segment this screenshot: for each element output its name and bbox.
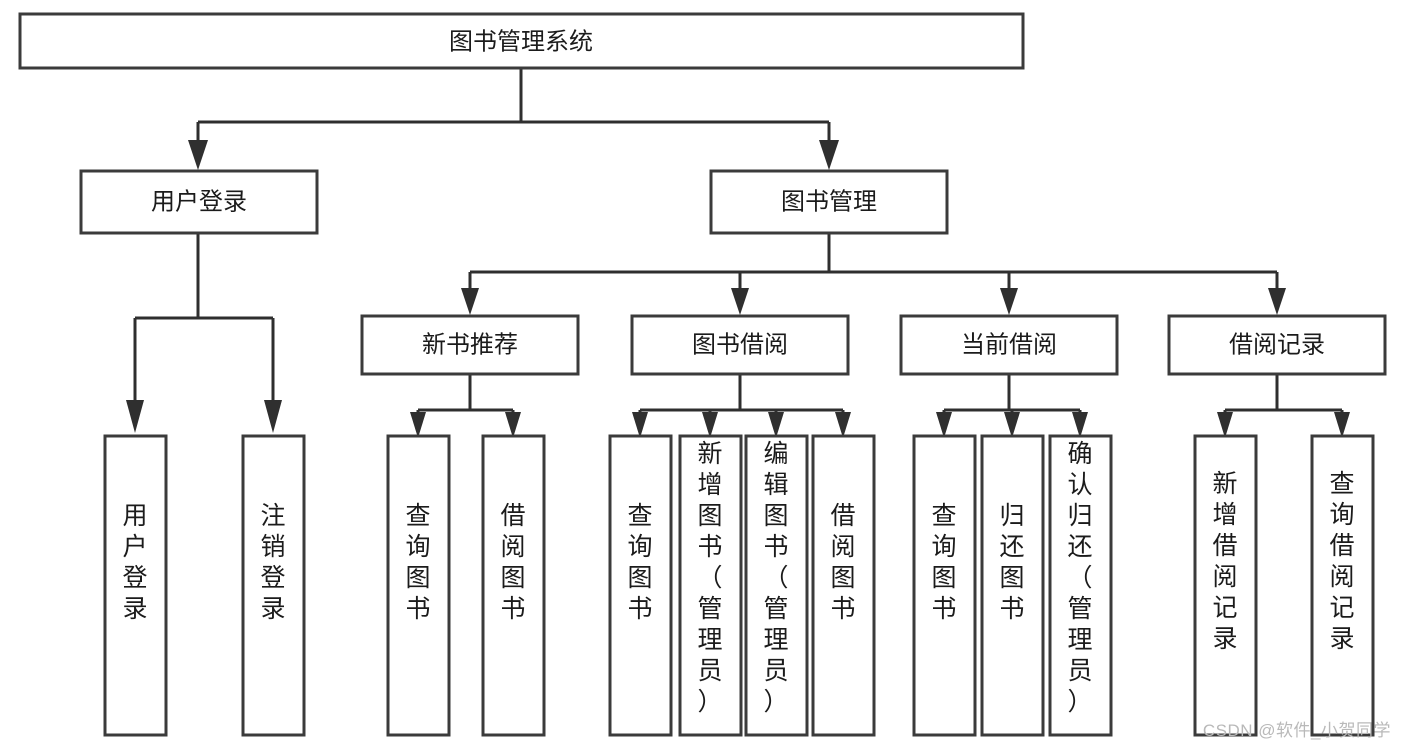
node-root[interactable]: 图书管理系统 bbox=[18, 12, 1025, 70]
arrowhead-cb-2 bbox=[1004, 412, 1020, 438]
node-new-book-recommend-box[interactable] bbox=[360, 314, 580, 376]
leaf-box[interactable] bbox=[481, 434, 546, 737]
leaf-label-vertical: 用户登录 bbox=[122, 502, 147, 623]
node-current-borrow-box[interactable] bbox=[899, 314, 1119, 376]
node-user-login[interactable]: 用户登录 bbox=[79, 169, 319, 235]
node-root-label: 图书管理系统 bbox=[449, 28, 593, 55]
arrowhead-bb-3 bbox=[768, 412, 784, 438]
node-current-borrow[interactable]: 当前借阅 bbox=[899, 314, 1119, 376]
leaf-box[interactable] bbox=[980, 434, 1045, 737]
leaf-box[interactable] bbox=[1310, 434, 1375, 737]
arrowhead-cb-3 bbox=[1072, 412, 1088, 438]
arrowhead-root-2 bbox=[819, 140, 839, 170]
node-borrow-record[interactable]: 借阅记录 bbox=[1167, 314, 1387, 376]
arrowhead-root-1 bbox=[188, 140, 208, 170]
leaf-label-vertical: 查询图书 bbox=[931, 502, 956, 623]
leaf-box[interactable] bbox=[912, 434, 977, 737]
leaf-label-vertical: 新增图书（管理员） bbox=[697, 440, 722, 716]
node-user-login-box[interactable] bbox=[79, 169, 319, 235]
leaf-label-vertical: 确认归还（管理员） bbox=[1067, 440, 1092, 716]
leaf-label-vertical: 查询图书 bbox=[627, 502, 652, 623]
node-book-manage-box[interactable] bbox=[709, 169, 949, 235]
leaf-box[interactable] bbox=[386, 434, 451, 737]
arrowhead-bb-1 bbox=[632, 412, 648, 438]
node-book-borrow[interactable]: 图书借阅 bbox=[630, 314, 850, 376]
leaf-current-borrow-1[interactable]: 查询图书 bbox=[912, 434, 977, 737]
leaf-current-borrow-3[interactable]: 确认归还（管理员） bbox=[1048, 434, 1113, 737]
leaf-box[interactable] bbox=[1193, 434, 1258, 737]
leaf-box[interactable] bbox=[103, 434, 168, 737]
leaf-user-login-1[interactable]: 用户登录 bbox=[103, 434, 168, 737]
arrowhead-bm-4 bbox=[1268, 288, 1286, 315]
leaf-user-login-2[interactable]: 注销登录 bbox=[241, 434, 306, 737]
arrowhead-bm-2 bbox=[731, 288, 749, 315]
arrowhead-cb-1 bbox=[936, 412, 952, 438]
leaf-box[interactable] bbox=[241, 434, 306, 737]
leaf-box[interactable] bbox=[608, 434, 673, 737]
leaf-book-borrow-3[interactable]: 编辑图书（管理员） bbox=[744, 434, 809, 737]
arrowhead-bb-2 bbox=[702, 412, 718, 438]
node-new-book-recommend[interactable]: 新书推荐 bbox=[360, 314, 580, 376]
arrowhead-br-1 bbox=[1217, 412, 1233, 438]
leaf-label-vertical: 编辑图书（管理员） bbox=[763, 440, 788, 716]
node-new-book-recommend-label: 新书推荐 bbox=[422, 331, 518, 358]
leaf-label-vertical: 注销登录 bbox=[260, 502, 285, 623]
node-borrow-record-label: 借阅记录 bbox=[1229, 331, 1325, 358]
node-book-borrow-label: 图书借阅 bbox=[692, 331, 788, 358]
connector-group-borrow-record bbox=[1217, 374, 1350, 438]
node-borrow-record-box[interactable] bbox=[1167, 314, 1387, 376]
node-root-box[interactable] bbox=[18, 12, 1025, 70]
leaf-label-vertical: 归还图书 bbox=[999, 502, 1024, 623]
leaf-label-vertical: 查询图书 bbox=[405, 502, 430, 623]
leaf-current-borrow-2[interactable]: 归还图书 bbox=[980, 434, 1045, 737]
arrowhead-ul-2 bbox=[264, 400, 282, 433]
connector-group-book-manage bbox=[461, 233, 1286, 315]
leaf-box[interactable] bbox=[678, 434, 743, 737]
connector-group-new-book bbox=[410, 374, 521, 438]
arrowhead-bm-1 bbox=[461, 288, 479, 315]
leaf-label-vertical: 借阅图书 bbox=[500, 502, 525, 623]
connector-group-root bbox=[188, 68, 839, 170]
leaf-label-vertical: 查询借阅记录 bbox=[1329, 470, 1354, 653]
csdn-watermark: CSDN @软件_小贺同学 bbox=[1202, 721, 1391, 740]
leaf-borrow-record-2[interactable]: 查询借阅记录 bbox=[1310, 434, 1375, 737]
leaf-new-book-1[interactable]: 查询图书 bbox=[386, 434, 451, 737]
connector-group-current-borrow bbox=[936, 374, 1088, 438]
node-user-login-label: 用户登录 bbox=[151, 188, 247, 215]
leaf-box[interactable] bbox=[811, 434, 876, 737]
node-current-borrow-label: 当前借阅 bbox=[961, 331, 1057, 358]
leaf-label-vertical: 借阅图书 bbox=[830, 502, 855, 623]
node-book-manage-label: 图书管理 bbox=[781, 188, 877, 215]
arrowhead-nb-2 bbox=[505, 412, 521, 438]
leaf-label-vertical: 新增借阅记录 bbox=[1212, 470, 1237, 653]
arrowhead-bb-4 bbox=[835, 412, 851, 438]
leaf-box[interactable] bbox=[744, 434, 809, 737]
arrowhead-bm-3 bbox=[1000, 288, 1018, 315]
leaf-book-borrow-4[interactable]: 借阅图书 bbox=[811, 434, 876, 737]
node-book-manage[interactable]: 图书管理 bbox=[709, 169, 949, 235]
connector-group-book-borrow bbox=[632, 374, 851, 438]
leaf-book-borrow-2[interactable]: 新增图书（管理员） bbox=[678, 434, 743, 737]
leaf-book-borrow-1[interactable]: 查询图书 bbox=[608, 434, 673, 737]
connector-group-user-login bbox=[126, 233, 282, 433]
node-book-borrow-box[interactable] bbox=[630, 314, 850, 376]
arrowhead-nb-1 bbox=[410, 412, 426, 438]
arrowhead-br-2 bbox=[1334, 412, 1350, 438]
arrowhead-ul-1 bbox=[126, 400, 144, 433]
leaf-borrow-record-1[interactable]: 新增借阅记录 bbox=[1193, 434, 1258, 737]
leaf-box[interactable] bbox=[1048, 434, 1113, 737]
leaf-new-book-2[interactable]: 借阅图书 bbox=[481, 434, 546, 737]
